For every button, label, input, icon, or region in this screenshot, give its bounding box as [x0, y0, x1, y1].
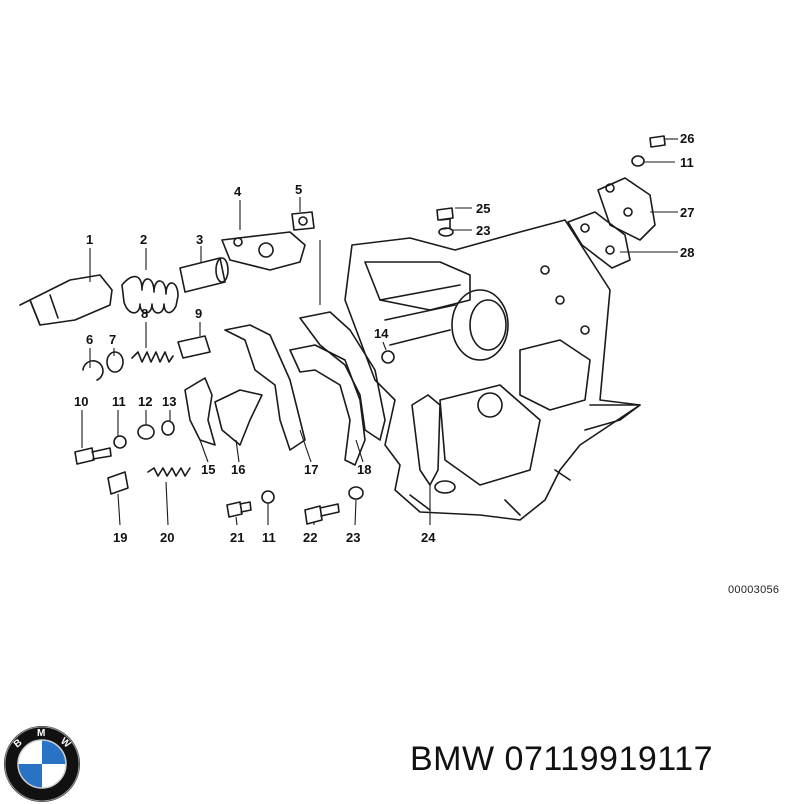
callout-26: 26 [680, 131, 694, 146]
callout-2: 2 [140, 232, 147, 247]
callout-9: 9 [195, 306, 202, 321]
detent-parts [82, 335, 211, 381]
fasteners [74, 135, 666, 525]
callout-22: 22 [303, 530, 317, 545]
callout-5: 5 [295, 182, 302, 197]
svg-text:M: M [37, 728, 45, 739]
callout-20: 20 [160, 530, 174, 545]
callout-4: 4 [234, 184, 242, 199]
callout-8: 8 [141, 306, 148, 321]
callout-27: 27 [680, 205, 694, 220]
shift-forks [184, 311, 441, 486]
callout-labels: 1 2 3 4 5 6 7 8 9 10 11 12 13 14 15 16 1… [74, 131, 694, 545]
callout-28: 28 [680, 245, 694, 260]
selector-shaft-assembly [19, 211, 315, 326]
callout-11c: 11 [680, 155, 694, 170]
callout-10: 10 [74, 394, 88, 409]
callout-11b: 11 [262, 530, 276, 545]
callout-16: 16 [231, 462, 245, 477]
callout-18: 18 [357, 462, 371, 477]
callout-6: 6 [86, 332, 93, 347]
leader-lines [81, 138, 678, 526]
diagram-reference-number: 00003056 [728, 584, 780, 596]
callout-7: 7 [109, 332, 116, 347]
callout-23b: 23 [476, 223, 490, 238]
callout-24: 24 [421, 530, 436, 545]
callout-3: 3 [196, 232, 203, 247]
cover-plates [567, 177, 656, 269]
part-caption: BMW 07119919117 [410, 740, 713, 778]
callout-17: 17 [304, 462, 318, 477]
callout-13: 13 [162, 394, 176, 409]
callout-19: 19 [113, 530, 127, 545]
callout-14: 14 [374, 326, 389, 341]
bmw-logo-icon: B M W [4, 726, 80, 802]
transmission-housing [344, 219, 641, 521]
callout-21: 21 [230, 530, 244, 545]
callout-12: 12 [138, 394, 152, 409]
callout-11a: 11 [112, 394, 126, 409]
callout-15: 15 [201, 462, 215, 477]
callout-1: 1 [86, 232, 93, 247]
callout-23a: 23 [346, 530, 360, 545]
callout-25: 25 [476, 201, 490, 216]
